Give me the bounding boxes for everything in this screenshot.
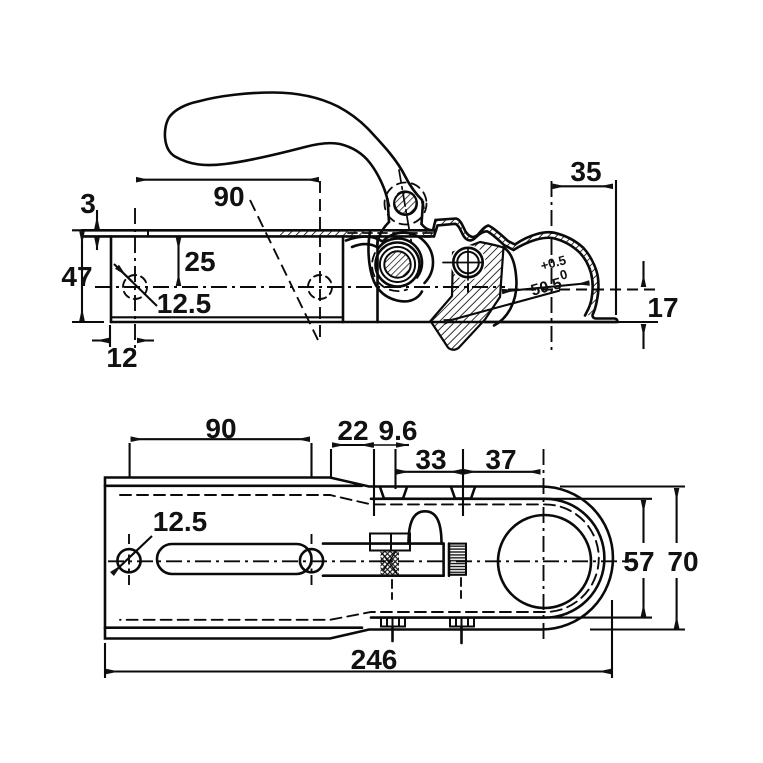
svg-text:0: 0 (558, 266, 569, 282)
svg-text:90: 90 (205, 413, 236, 444)
svg-text:246: 246 (351, 644, 398, 675)
svg-text:47: 47 (61, 261, 92, 292)
svg-text:22: 22 (337, 415, 368, 446)
svg-text:57: 57 (623, 546, 654, 577)
svg-text:3: 3 (80, 188, 96, 219)
svg-text:17: 17 (647, 292, 678, 323)
svg-text:33: 33 (415, 444, 446, 475)
svg-text:37: 37 (485, 444, 516, 475)
svg-text:+0.5: +0.5 (539, 252, 568, 273)
svg-text:25: 25 (184, 246, 215, 277)
svg-text:90: 90 (213, 181, 244, 212)
svg-text:9.6: 9.6 (379, 415, 418, 446)
svg-text:12.5: 12.5 (157, 288, 212, 319)
svg-text:35: 35 (570, 156, 601, 187)
svg-text:12.5: 12.5 (153, 506, 208, 537)
svg-text:12: 12 (106, 342, 137, 373)
svg-text:70: 70 (667, 546, 698, 577)
